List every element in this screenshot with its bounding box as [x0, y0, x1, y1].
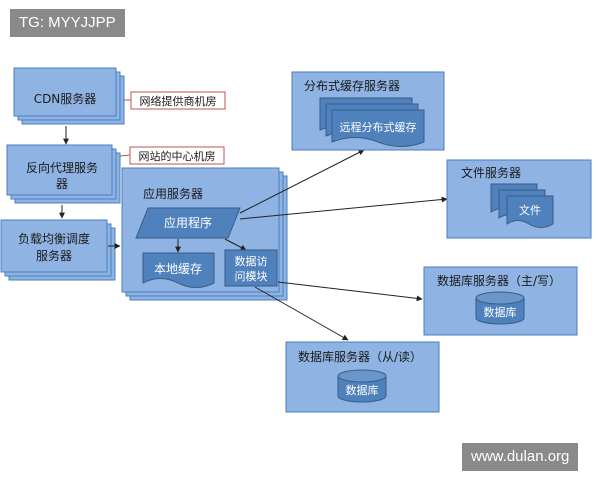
reverse-proxy-label-2: 器 [56, 177, 68, 191]
cdn-server-node: CDN服务器 [13, 67, 125, 125]
cdn-note-label: 网络提供商机房 [140, 94, 217, 108]
app-program-label: 应用程序 [164, 215, 212, 230]
db-slave-node: 数据库服务器（从/读） 数据库 [285, 341, 440, 413]
app-program-node: 应用程序 [135, 207, 241, 239]
cdn-note: 网络提供商机房 [130, 91, 226, 110]
db-master-label: 数据库服务器（主/写） [437, 273, 561, 288]
arrow-program-to-dist-cache [239, 149, 365, 214]
local-cache-node: 本地缓存 [142, 252, 215, 288]
proxy-note-connector [119, 154, 131, 157]
proxy-note-label: 网站的中心机房 [139, 149, 216, 163]
watermark-top: TG: MYYJJPP [10, 9, 125, 37]
db-slave-label: 数据库服务器（从/读） [298, 349, 422, 364]
dist-cache-server-label: 分布式缓存服务器 [304, 78, 400, 93]
watermark-bottom: www.dulan.org [462, 443, 579, 471]
dist-cache-server-node: 分布式缓存服务器 远程分布式缓存 [291, 71, 445, 151]
db-master-cylinder-label: 数据库 [484, 305, 517, 319]
cdn-server-label: CDN服务器 [34, 91, 97, 106]
file-label: 文件 [519, 203, 541, 217]
file-server-label: 文件服务器 [461, 165, 521, 180]
db-master-node: 数据库服务器（主/写） 数据库 [423, 266, 578, 336]
load-balancer-label-1: 负载均衡调度 [18, 231, 90, 246]
db-slave-cylinder-label: 数据库 [346, 383, 379, 397]
arrow-access-to-db-master [277, 281, 423, 302]
reverse-proxy-label-1: 反向代理服务 [26, 160, 98, 175]
data-access-label-2: 问模块 [235, 270, 268, 283]
data-access-label-1: 数据访 [235, 254, 268, 268]
file-server-node: 文件服务器 文件 [446, 159, 592, 239]
load-balancer-label-2: 服务器 [36, 248, 72, 263]
arrow-program-to-data-access [224, 238, 247, 251]
app-server-label: 应用服务器 [143, 186, 203, 201]
load-balancer-node: 负载均衡调度 服务器 [0, 219, 116, 281]
arrow-access-to-db-slave [254, 286, 349, 341]
arrow-program-to-file-server [239, 196, 448, 220]
data-access-node: 数据访 问模块 [224, 249, 278, 287]
reverse-proxy-node: 反向代理服务 器 [6, 144, 121, 204]
local-cache-label: 本地缓存 [154, 262, 202, 276]
proxy-note: 网站的中心机房 [129, 146, 225, 165]
remote-cache-label: 远程分布式缓存 [340, 120, 417, 134]
